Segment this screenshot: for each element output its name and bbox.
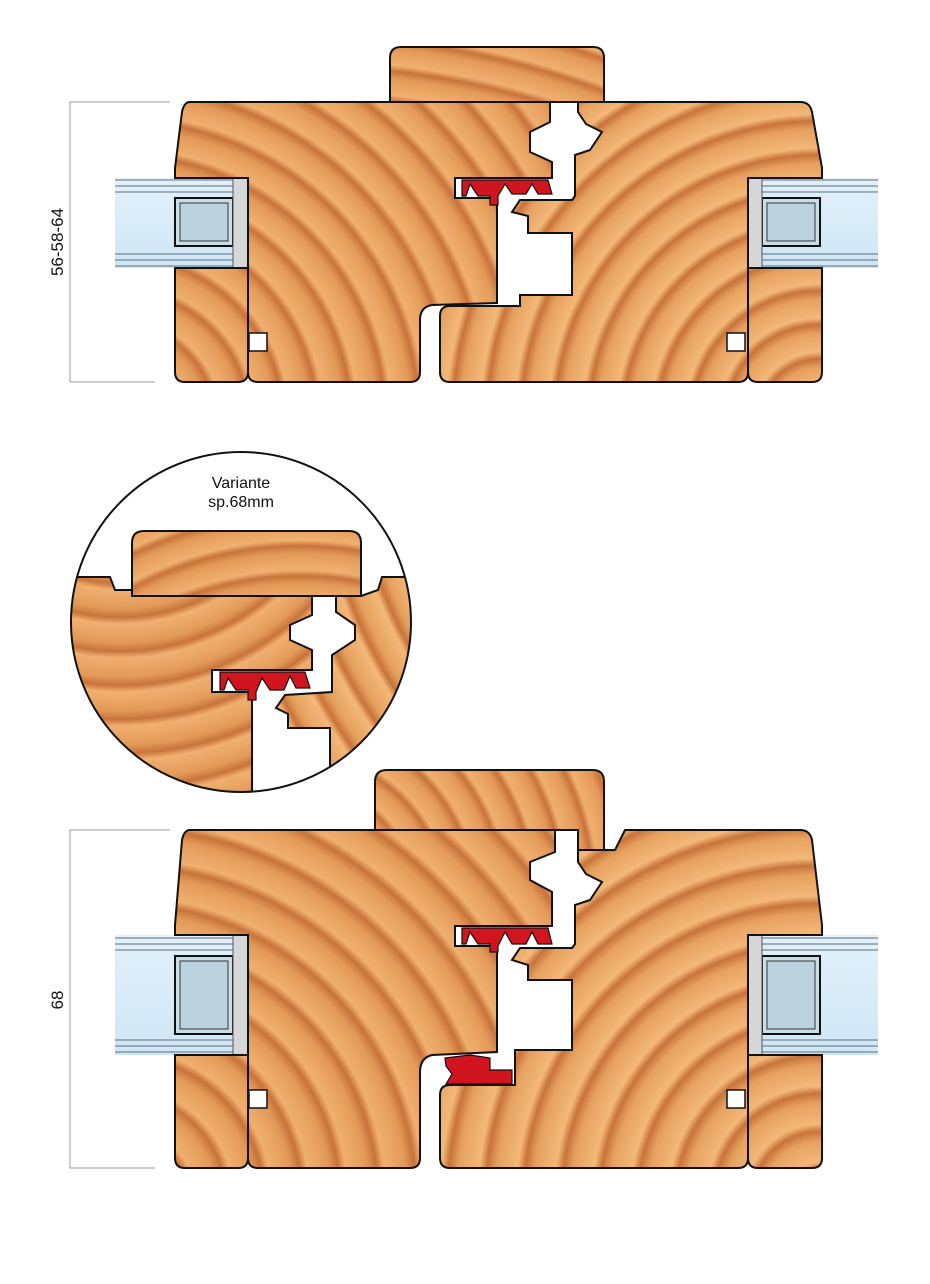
variant-detail-circle: Variante sp.68mm	[70, 451, 412, 793]
glass-pane-left	[115, 177, 249, 269]
drain-slot-right-bottom	[726, 1089, 746, 1109]
variant-title-line1: Variante	[212, 475, 271, 492]
detail-sash-cap	[131, 530, 362, 597]
sash-cap-top	[389, 46, 605, 103]
top-profile-section: 56-58-64	[48, 46, 878, 383]
glazing-bead-left	[174, 267, 249, 383]
detail-gasket-seal	[219, 671, 311, 701]
glazing-bead-right-bottom	[747, 1054, 823, 1169]
right-sash-profile	[439, 101, 823, 383]
left-sash-profile	[174, 101, 553, 383]
gasket-seal-top	[461, 179, 553, 206]
glass-pane-left-bottom	[115, 934, 249, 1056]
glazing-bead-right	[747, 267, 823, 383]
gasket-seal-lower	[444, 1054, 513, 1085]
drain-slot-left-bottom	[248, 1089, 268, 1109]
dimension-label-bottom: 68	[48, 991, 67, 1010]
glazing-bead-left-bottom	[174, 1054, 249, 1169]
glass-pane-right	[747, 177, 878, 269]
drain-slot-left	[248, 332, 268, 352]
right-sash-profile-bottom	[439, 829, 823, 1169]
dimension-label-top: 56-58-64	[48, 208, 67, 276]
dimension-line-top: 56-58-64	[48, 101, 170, 383]
glass-pane-right-bottom	[747, 934, 878, 1056]
gasket-seal-upper	[461, 927, 553, 953]
bottom-profile-section: 68	[48, 769, 878, 1169]
dimension-line-bottom: 68	[48, 829, 170, 1169]
left-sash-profile-bottom	[174, 829, 556, 1169]
variant-title-line2: sp.68mm	[208, 494, 274, 511]
drain-slot-right	[726, 332, 746, 352]
